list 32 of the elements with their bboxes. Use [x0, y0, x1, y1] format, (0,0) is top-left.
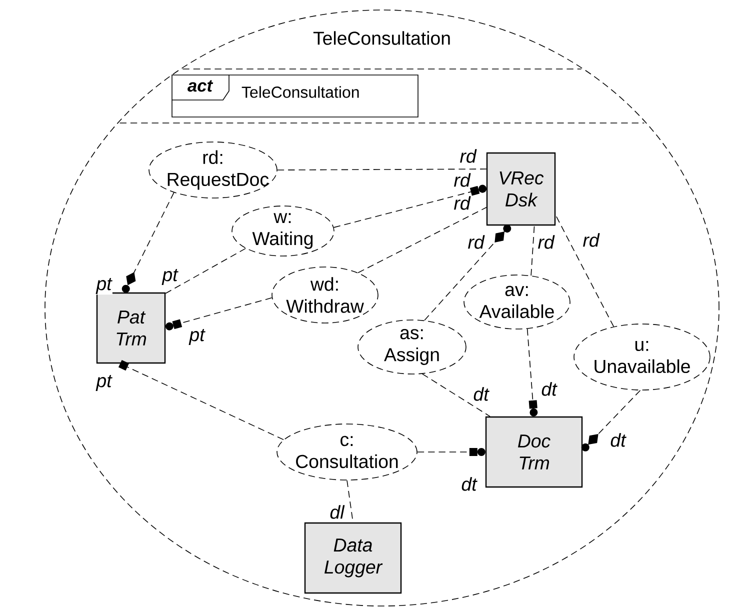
role-label: dt — [540, 381, 558, 397]
connector — [122, 192, 174, 293]
role-label: rd — [537, 234, 555, 250]
role-label: dt — [472, 386, 490, 402]
connector — [277, 168, 487, 170]
connector — [526, 328, 538, 416]
role-label: rd — [453, 195, 471, 211]
part-box: Data Logger — [304, 522, 402, 594]
connector — [422, 374, 490, 417]
connector — [581, 390, 641, 452]
role-label: rd — [459, 148, 477, 164]
role-label: rd — [467, 234, 485, 250]
part-box: Doc Trm — [485, 416, 583, 488]
activity-frame: act TeleConsultation — [172, 74, 418, 118]
connector — [358, 207, 487, 274]
connector — [417, 448, 486, 456]
connector — [424, 224, 512, 321]
role-label: dt — [460, 476, 478, 492]
role-label: pt — [96, 374, 112, 392]
part-box: VRec Dsk — [486, 152, 556, 226]
role-label: rd — [453, 172, 471, 188]
role-label: dl — [329, 504, 345, 520]
connector — [555, 214, 614, 328]
connector — [165, 297, 272, 330]
role-label: dt — [610, 432, 626, 448]
connector — [530, 225, 535, 276]
role-label: pt — [162, 268, 178, 286]
role-label: pt — [96, 277, 112, 295]
role-label: rd — [582, 232, 600, 248]
connector — [165, 248, 246, 294]
connector — [334, 184, 487, 228]
role-label: pt — [188, 328, 206, 346]
